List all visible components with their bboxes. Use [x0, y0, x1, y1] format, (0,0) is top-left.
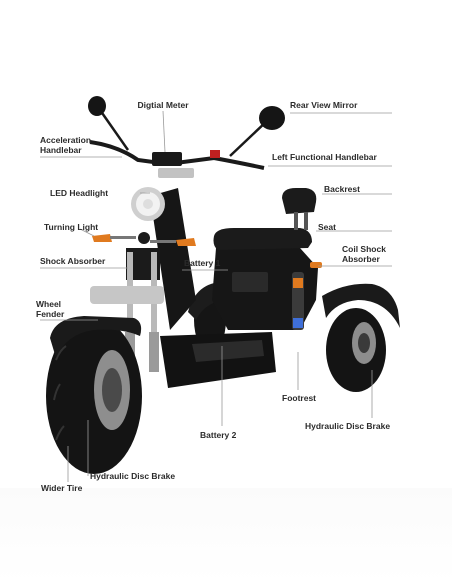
- label-hydraulic-disc-brake-front: Hydraulic Disc Brake: [90, 471, 176, 481]
- label-acceleration-handlebar: Acceleration Handlebar: [40, 135, 92, 155]
- label-rear-view-mirror: Rear View Mirror: [290, 100, 358, 110]
- label-coil-shock-absorber: Coil Shock Absorber: [342, 244, 386, 264]
- rear-fender-right: [322, 283, 400, 328]
- handlebar-shape: [89, 140, 265, 170]
- rear-body: [212, 248, 318, 330]
- label-shock-absorber: Shock Absorber: [40, 256, 106, 266]
- rear-wheel-right: [326, 308, 386, 392]
- label-seat: Seat: [318, 222, 336, 232]
- background-band: [0, 488, 452, 584]
- label-hydraulic-disc-brake-rear: Hydraulic Disc Brake: [305, 421, 391, 431]
- mirror-shapes: [88, 96, 285, 157]
- label-wheel-fender: Wheel Fender: [36, 299, 65, 319]
- label-turning-light: Turning Light: [44, 222, 99, 232]
- label-digital-meter: Digtial Meter: [137, 100, 189, 110]
- label-wider-tire: Wider Tire: [41, 483, 83, 493]
- label-left-functional-handlebar: Left Functional Handlebar: [272, 152, 377, 162]
- label-led-headlight: LED Headlight: [50, 188, 109, 198]
- turn-signals: [92, 234, 196, 246]
- seat-shape: [213, 228, 312, 250]
- headlight-shape: [131, 168, 194, 244]
- leader-lines: [40, 110, 392, 482]
- backrest-shape: [282, 188, 317, 230]
- footboard: [160, 332, 276, 388]
- label-backrest: Backrest: [324, 184, 360, 194]
- label-battery-1: Battery 1: [184, 258, 221, 268]
- leader-turning-light: [79, 228, 95, 237]
- coil-shock-shape: [292, 262, 322, 330]
- front-fender-shape: [50, 286, 164, 358]
- label-battery-2: Battery 2: [200, 430, 237, 440]
- label-footrest: Footrest: [282, 393, 316, 403]
- front-wheel: [46, 318, 142, 474]
- leader-digital-meter: [162, 110, 166, 153]
